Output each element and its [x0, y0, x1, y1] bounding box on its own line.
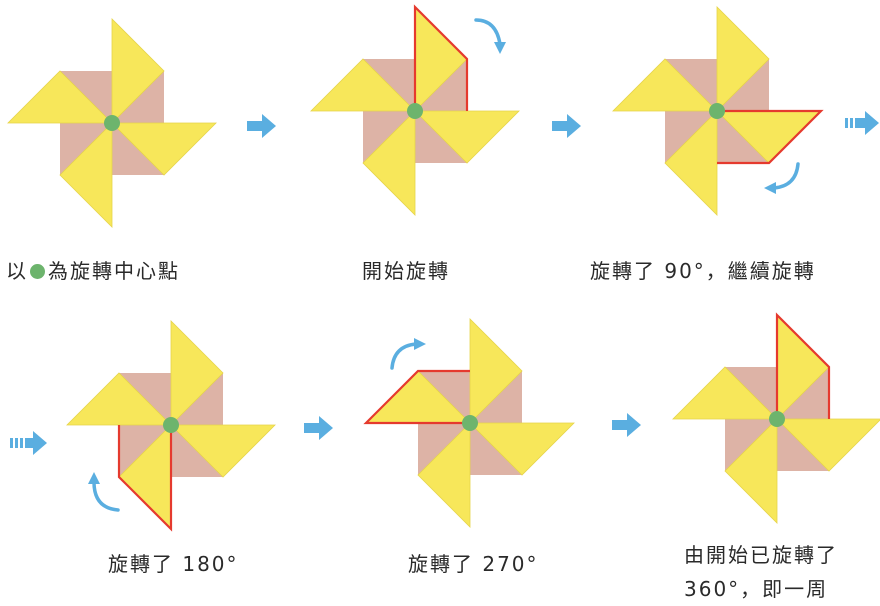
pinwheel-blade-3 — [170, 320, 224, 426]
step-4-caption-text: 旋轉了 180° — [108, 552, 239, 576]
highlight-outline — [413, 4, 469, 111]
pinwheel-blade-3 — [612, 58, 718, 112]
pinwheel-blade-4 — [417, 422, 471, 528]
pinwheel-blade-3 — [469, 422, 575, 476]
highlight-outline — [363, 369, 470, 425]
pinwheel-blade-4 — [672, 366, 778, 420]
step-2-caption: 開始旋轉 — [362, 255, 450, 284]
step-2-panel — [300, 0, 540, 290]
step-5-caption-text: 旋轉了 270° — [408, 552, 539, 576]
center-dot-icon — [30, 264, 45, 279]
pinwheel-blade-4 — [7, 70, 113, 124]
pinwheel-blade-4 — [170, 424, 276, 478]
pinwheel-1 — [7, 18, 217, 228]
pinwheel-2 — [310, 4, 520, 216]
center-point — [769, 411, 785, 427]
highlight-outline — [717, 109, 824, 165]
step-6-panel — [650, 300, 880, 590]
center-point — [104, 115, 120, 131]
pinwheel-body — [66, 320, 276, 532]
step-5-panel — [360, 300, 600, 590]
pinwheel-blade-4 — [716, 6, 770, 112]
step-3-panel — [600, 0, 840, 290]
step-6-caption-line-2: 360°，即一周 — [684, 577, 829, 601]
step-3-caption: 旋轉了 90°，繼續旋轉 — [590, 255, 816, 284]
step-4-caption: 旋轉了 180° — [108, 548, 239, 577]
arrow-right-icon — [304, 416, 333, 440]
pinwheel-body — [310, 4, 520, 216]
step-1-panel — [0, 0, 240, 290]
pinwheel-blade-3 — [724, 418, 778, 524]
highlight-outline — [775, 312, 831, 419]
pinwheel-body — [612, 6, 824, 216]
rotate-clockwise-arrow-icon — [88, 472, 120, 512]
step-6-caption-line-1: 由開始已旋轉了 — [684, 543, 838, 567]
arrow-right-dashed-icon — [10, 431, 47, 455]
rotate-clockwise-arrow-icon — [474, 18, 506, 54]
arrow-right-icon — [612, 413, 641, 437]
step-2-caption-text: 開始旋轉 — [362, 259, 450, 283]
step-3-caption-text: 旋轉了 90°，繼續旋轉 — [590, 259, 816, 283]
step-1-caption-text-a: 以 — [6, 259, 28, 283]
pinwheel-body — [7, 18, 217, 228]
center-point — [407, 103, 423, 119]
step-1-caption: 以為旋轉中心點 — [6, 255, 180, 284]
pinwheel-blade-4 — [310, 58, 416, 112]
arrow-right-dashed-icon — [845, 111, 879, 135]
pinwheel-blade-2 — [111, 122, 217, 176]
arrow-right-icon — [247, 114, 276, 138]
step-4-panel — [60, 300, 300, 590]
highlight-outline — [117, 425, 173, 532]
pinwheel-blade-3 — [59, 122, 113, 228]
step-1-caption-text-b: 為旋轉中心點 — [48, 259, 180, 283]
step-6-caption: 由開始已旋轉了 360°，即一周 — [684, 538, 838, 606]
pinwheel-4 — [66, 320, 276, 532]
pinwheel-body — [672, 312, 880, 524]
rotate-clockwise-arrow-icon — [390, 338, 426, 370]
pinwheel-blade-1 — [111, 18, 165, 124]
rotate-clockwise-arrow-icon — [764, 162, 800, 194]
pinwheel-6 — [672, 312, 880, 524]
pinwheel-blade-3 — [362, 110, 416, 216]
center-point — [462, 415, 478, 431]
arrow-right-icon — [552, 114, 581, 138]
step-5-caption: 旋轉了 270° — [408, 548, 539, 577]
pinwheel-5 — [363, 318, 575, 528]
center-point — [163, 417, 179, 433]
center-point — [709, 103, 725, 119]
pinwheel-3 — [612, 6, 824, 216]
